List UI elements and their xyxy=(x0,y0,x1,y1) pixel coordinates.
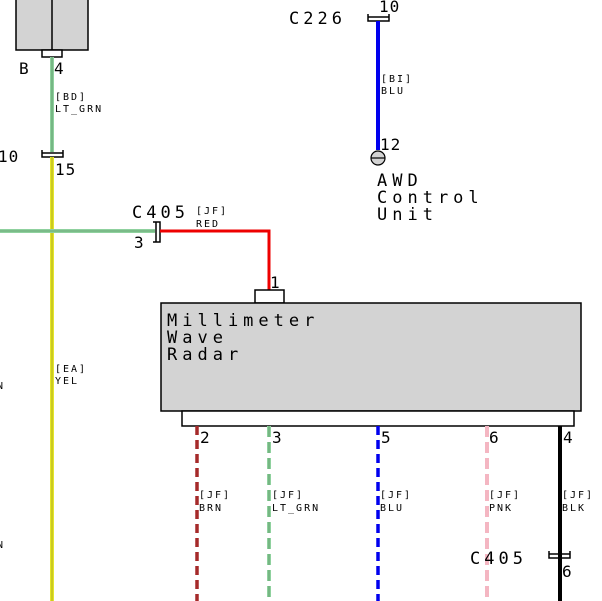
bd-code-label: [BD] xyxy=(55,92,87,103)
ea-color-label: YEL xyxy=(55,376,79,387)
jf-pnk-color-label: PNK xyxy=(489,503,513,514)
radar-pin-1-label: 1 xyxy=(270,273,281,292)
edge-fragment-2: N xyxy=(0,540,5,551)
radar-body xyxy=(160,302,582,412)
bi-color-label: BLU xyxy=(381,86,405,97)
radar-pin-4-label: 4 xyxy=(563,428,574,447)
c405-top-label: C405 xyxy=(132,203,189,223)
pin-4-top-label: 4 xyxy=(54,59,65,78)
connector-10-label: 10 xyxy=(0,147,19,166)
jf-blu-code-label: [JF] xyxy=(380,490,412,501)
awd-label-line2: Control xyxy=(377,188,484,208)
b-label: B xyxy=(19,59,30,78)
c405-pin-3-label: 3 xyxy=(134,233,145,252)
c405-bottom-label: C405 xyxy=(470,549,527,569)
radar-label-line3: Radar xyxy=(167,345,243,365)
bd-color-label: LT_GRN xyxy=(55,104,103,115)
radar-bottom-connector xyxy=(181,410,575,427)
c226-pin-10-label: 10 xyxy=(379,0,400,16)
jf-red-color-label: RED xyxy=(196,219,220,230)
bi-code-label: [BI] xyxy=(381,74,413,85)
radar-label-line1: Millimeter xyxy=(167,311,319,331)
jf-ltgrn-color-label: LT_GRN xyxy=(272,503,320,514)
top-left-connector-tab xyxy=(41,49,63,58)
radar-pin-6-label: 6 xyxy=(489,428,500,447)
jf-brn-color-label: BRN xyxy=(199,503,223,514)
awd-pin-12-label: 12 xyxy=(380,135,401,154)
jf-red-code-label: [JF] xyxy=(196,206,228,217)
awd-label-line3: Unit xyxy=(377,205,438,225)
jf-ltgrn-code-label: [JF] xyxy=(272,490,304,501)
awd-label-line1: AWD xyxy=(377,171,423,191)
jf-blk-code-label: [JF] xyxy=(562,490,594,501)
c405-bottom-pin-6-label: 6 xyxy=(562,562,573,581)
red-wire-jf xyxy=(160,229,271,290)
pin-15-label: 15 xyxy=(55,160,76,179)
radar-pin-2-label: 2 xyxy=(200,428,211,447)
radar-pin-5-label: 5 xyxy=(381,428,392,447)
edge-fragment-1: N xyxy=(0,381,5,392)
jf-blk-color-label: BLK xyxy=(562,503,586,514)
jf-pnk-code-label: [JF] xyxy=(489,490,521,501)
radar-label-line2: Wave xyxy=(167,328,228,348)
radar-pin-3-label: 3 xyxy=(272,428,283,447)
jf-brn-code-label: [JF] xyxy=(199,490,231,501)
jf-blu-color-label: BLU xyxy=(380,503,404,514)
ea-code-label: [EA] xyxy=(55,364,87,375)
c226-label: C226 xyxy=(289,9,346,29)
